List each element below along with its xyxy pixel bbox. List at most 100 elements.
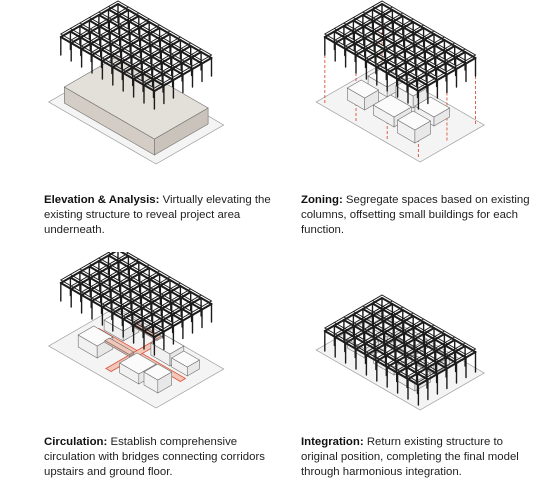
beam bbox=[371, 8, 467, 65]
zone-building bbox=[397, 110, 432, 144]
beam-top bbox=[98, 257, 193, 313]
beam bbox=[59, 252, 117, 284]
beam bbox=[80, 15, 140, 50]
beam bbox=[417, 351, 477, 386]
elevation-analysis-caption: Elevation & Analysis: Virtually elevatin… bbox=[44, 193, 276, 238]
beam bbox=[342, 25, 439, 81]
beam-top bbox=[101, 270, 161, 305]
beam-top bbox=[386, 36, 445, 71]
beam-top bbox=[345, 12, 404, 47]
beam-top bbox=[365, 318, 425, 353]
beam bbox=[407, 51, 467, 86]
beam bbox=[107, 8, 203, 65]
beam-top bbox=[69, 28, 165, 83]
beam bbox=[333, 324, 429, 381]
circulation-caption: Circulation: Establish comprehensive cir… bbox=[44, 435, 276, 480]
caption-text: Virtually elevating the existing structu… bbox=[44, 194, 271, 236]
beam bbox=[91, 21, 151, 56]
beam bbox=[59, 3, 119, 38]
beam bbox=[407, 345, 467, 380]
zone-building-face bbox=[414, 96, 451, 118]
integrated-structure bbox=[323, 294, 477, 406]
beam bbox=[323, 36, 420, 92]
beam bbox=[117, 3, 213, 59]
beam bbox=[375, 327, 435, 362]
program-building bbox=[143, 363, 173, 394]
beam bbox=[361, 308, 458, 364]
caption-text: Segregate spaces based on existing colum… bbox=[301, 194, 530, 236]
elevation-analysis-diagram bbox=[47, 0, 225, 165]
program-building bbox=[77, 325, 114, 359]
beam-top bbox=[376, 30, 435, 65]
beam bbox=[365, 321, 425, 356]
beam-top bbox=[352, 311, 448, 366]
integration-diagram bbox=[315, 294, 485, 411]
beam-top bbox=[352, 17, 448, 72]
panel-integration: Integration: Return existing structure t… bbox=[280, 252, 557, 504]
beam-top bbox=[333, 28, 429, 83]
beam bbox=[355, 315, 415, 350]
beam-top bbox=[381, 0, 476, 56]
beam-top bbox=[153, 54, 212, 89]
beam bbox=[97, 14, 194, 70]
beam-top bbox=[98, 11, 193, 67]
beam-top bbox=[133, 288, 192, 323]
beam-top bbox=[108, 252, 203, 307]
beam-top bbox=[81, 12, 140, 47]
program-building-face bbox=[171, 350, 200, 368]
beam-top bbox=[60, 33, 155, 89]
beam-top bbox=[88, 263, 184, 318]
panel-zoning: Zoning: Segregate spaces based on existi… bbox=[280, 0, 557, 250]
beam bbox=[132, 45, 192, 80]
beam bbox=[132, 291, 192, 326]
beam bbox=[334, 9, 394, 44]
zoning-caption: Zoning: Segregate spaces based on existi… bbox=[301, 193, 537, 238]
beam bbox=[111, 33, 171, 68]
caption-title: Circulation: bbox=[44, 436, 108, 448]
beam-top bbox=[343, 22, 438, 78]
beam bbox=[88, 265, 184, 322]
elevated-structure bbox=[59, 0, 213, 110]
beam-top bbox=[334, 6, 393, 41]
beam-top bbox=[397, 42, 456, 77]
beam bbox=[371, 302, 467, 359]
beam bbox=[59, 36, 156, 92]
circulation-diagram bbox=[47, 252, 225, 409]
beam-top bbox=[70, 6, 129, 41]
beam bbox=[91, 267, 151, 302]
beam-top bbox=[153, 300, 212, 335]
beam-top bbox=[79, 268, 174, 324]
beam-top bbox=[355, 312, 414, 347]
beam-top bbox=[143, 294, 202, 329]
beam bbox=[386, 333, 446, 368]
beam bbox=[396, 339, 456, 374]
beam bbox=[334, 303, 394, 338]
beam-top bbox=[81, 258, 140, 293]
beam bbox=[69, 30, 165, 87]
beam bbox=[381, 297, 477, 353]
integration-caption: Integration: Return existing structure t… bbox=[301, 435, 537, 480]
beam-top bbox=[91, 264, 150, 299]
beam bbox=[122, 39, 182, 74]
caption-title: Elevation & Analysis: bbox=[44, 194, 160, 206]
beam bbox=[88, 19, 184, 76]
beam-top bbox=[112, 30, 171, 65]
beam-top bbox=[372, 6, 467, 61]
beam-top bbox=[362, 11, 457, 67]
caption-text: Establish comprehensive circulation with… bbox=[44, 436, 265, 478]
beam-top bbox=[117, 0, 212, 56]
beam-top bbox=[417, 54, 476, 89]
beam bbox=[381, 3, 477, 59]
beam bbox=[80, 261, 140, 296]
beam bbox=[143, 297, 203, 332]
beam-top bbox=[343, 316, 438, 372]
beam bbox=[153, 57, 213, 92]
beam bbox=[375, 33, 435, 68]
existing-building-mass bbox=[63, 55, 209, 156]
beam bbox=[111, 279, 171, 314]
zone-building bbox=[346, 79, 380, 111]
beam-top bbox=[397, 336, 456, 371]
beam bbox=[101, 27, 161, 62]
beam-top bbox=[324, 0, 383, 35]
beam-top bbox=[133, 42, 192, 77]
